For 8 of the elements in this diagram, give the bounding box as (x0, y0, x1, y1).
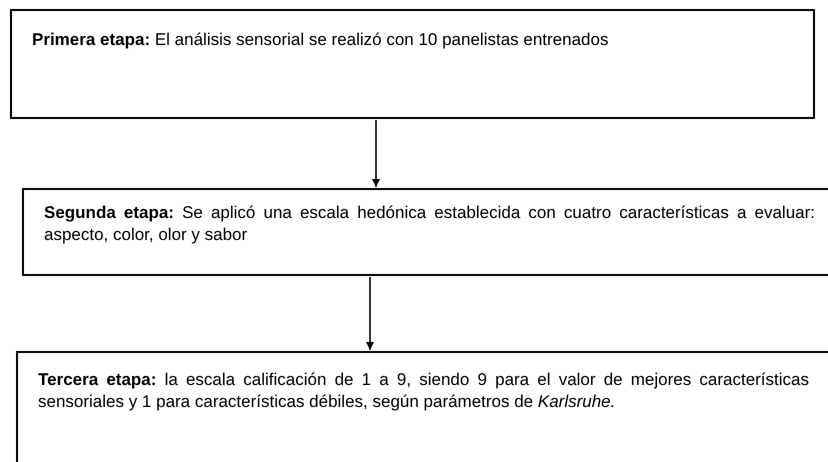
process-box (22, 188, 828, 276)
arrow (372, 120, 380, 187)
process-box (16, 351, 828, 462)
step-text: Primera etapa: El análisis sensorial se realizó con 10 panelistas entrenados (32, 29, 610, 51)
step-text: Tercera etapa: la escala calificación de 1 a 9, siendo 9 para el valor de mejores características sensoriales y 1 para características débiles, según parámetros de Karlsruhe. (38, 369, 809, 413)
step-text: Segunda etapa: Se aplicó una escala hedónica establecida con cuatro características a evaluar: aspecto, color, olor y sabor (44, 202, 815, 246)
arrow (366, 277, 374, 350)
process-box (10, 9, 815, 119)
